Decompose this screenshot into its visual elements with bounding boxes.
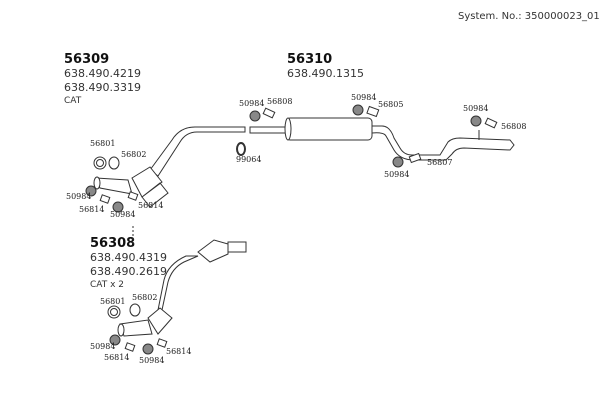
catalytic-converter-top: [132, 167, 168, 207]
group-title: 56309: [64, 52, 110, 67]
front-pipe-bottom: [158, 256, 198, 310]
catalytic-converter-bottom: [198, 240, 228, 262]
group-note: CAT: [64, 96, 82, 106]
hanger-56808: [485, 118, 497, 128]
part-label: 56802: [132, 293, 158, 302]
part-label: 50984: [110, 210, 136, 219]
part-label: 56801: [100, 297, 126, 306]
flex-pipe-top: [96, 178, 132, 194]
part-label: 50984: [384, 170, 410, 179]
gasket-56802-top: [109, 157, 119, 169]
group-title: 56308: [90, 236, 136, 251]
mount-50984: [353, 105, 363, 115]
group-56308: 56308 638.490.4319 638.490.2619 CAT x 2: [90, 236, 167, 292]
clamp-99064: [237, 143, 245, 155]
part-label: 56814: [104, 353, 130, 362]
part-label: 56807: [427, 158, 453, 167]
bracket-56814: [128, 192, 138, 200]
group-56310: 56310 638.490.1315: [287, 52, 364, 81]
part-label: 56814: [166, 347, 192, 356]
part-number: 638.490.2619: [90, 265, 167, 278]
part-label: 56802: [121, 150, 147, 159]
group-title: 56310: [287, 52, 333, 67]
mount-50984: [143, 344, 153, 354]
part-label: 56808: [267, 97, 293, 106]
mount-50984: [250, 111, 260, 121]
hanger-56805: [367, 106, 379, 116]
part-number: 638.490.4219: [64, 67, 141, 80]
part-label: 56805: [378, 100, 404, 109]
part-label: 56808: [501, 122, 527, 131]
part-label: 50984: [351, 93, 377, 102]
system-number: System. No.: 350000023_01: [458, 11, 600, 22]
part-label: 50984: [139, 356, 165, 365]
part-label: 50984: [66, 192, 92, 201]
part-number: 638.490.3319: [64, 81, 141, 94]
mount-50984: [393, 157, 403, 167]
front-pipe-top: [150, 127, 245, 176]
part-label: 56814: [79, 205, 105, 214]
part-label: 56814: [138, 201, 164, 210]
rear-pipe: [372, 126, 514, 160]
bracket-56814: [100, 195, 110, 203]
group-56309: 56309 638.490.4219 638.490.3319 CAT: [64, 52, 141, 108]
part-label: 56801: [90, 139, 116, 148]
part-label: 50984: [239, 99, 265, 108]
intermediate-pipe: [250, 127, 286, 133]
mount-50984: [110, 335, 120, 345]
bracket-56814: [157, 339, 167, 347]
group-note: CAT x 2: [90, 280, 125, 290]
part-label: 99064: [236, 155, 262, 164]
mount-50984: [86, 186, 96, 196]
mount-50984: [113, 202, 123, 212]
part-label: 50984: [90, 342, 116, 351]
catalytic-converter-bottom-2: [148, 308, 172, 334]
middle-muffler: [286, 118, 372, 140]
flex-pipe-bottom: [120, 320, 152, 336]
part-number: 638.490.1315: [287, 67, 364, 80]
part-number: 638.490.4319: [90, 251, 167, 264]
hanger-56807: [409, 153, 420, 162]
outlet-pipe-bottom: [228, 242, 246, 252]
mount-50984: [471, 116, 481, 126]
hanger-56808: [263, 108, 275, 118]
part-label: 50984: [463, 104, 489, 113]
bracket-56814: [125, 343, 135, 351]
gasket-56802-bottom: [130, 304, 140, 316]
